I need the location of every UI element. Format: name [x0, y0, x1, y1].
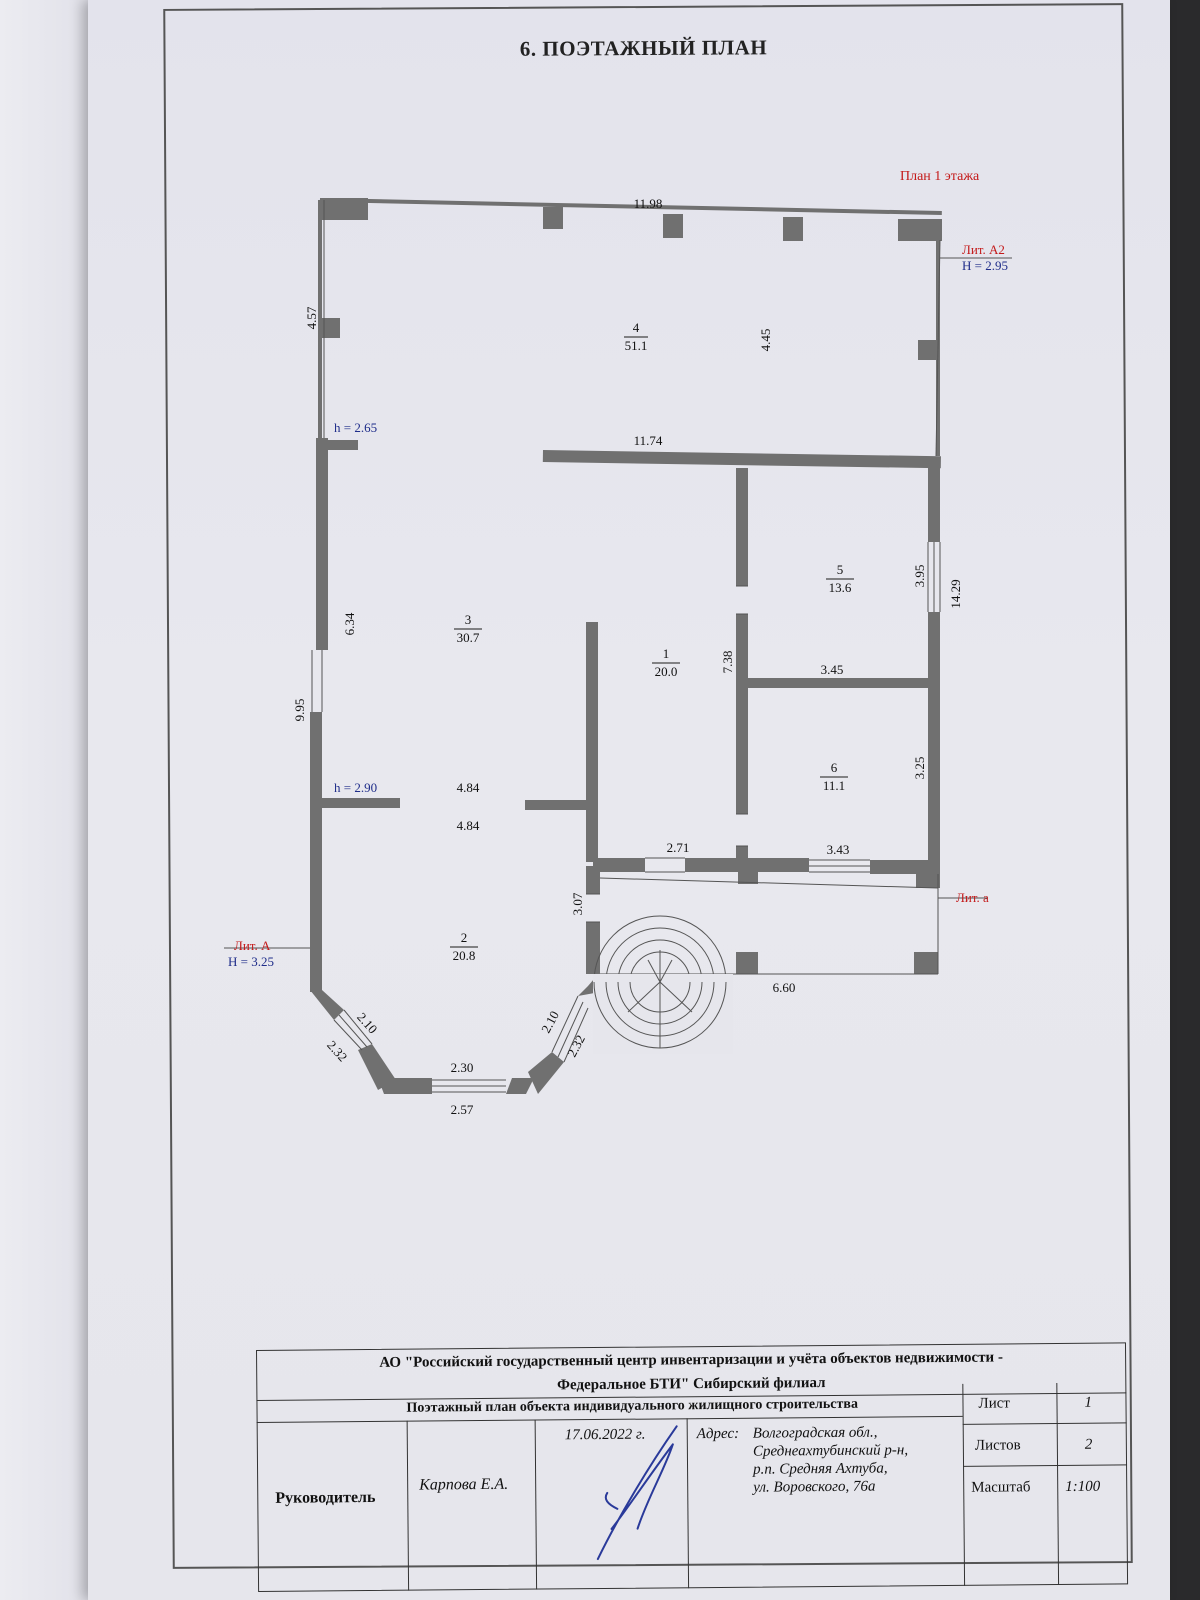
dim-porch-width: 6.60 [773, 980, 796, 995]
room-3-number: 3 [465, 612, 472, 627]
litera-labels: Лит. А2 Н = 2.95 h = 2.65 h = 2.90 Лит. … [228, 242, 1008, 969]
dim-left-total: 9.95 [292, 699, 307, 722]
dim-bay-left-inner: 2.10 [354, 1010, 380, 1037]
dim-mid-wall: 11.74 [634, 433, 663, 448]
label-h-a: Н = 3.25 [228, 954, 274, 969]
sheets-value: 2 [1084, 1436, 1093, 1453]
walls [310, 197, 942, 1094]
wall-pier [543, 207, 563, 229]
dim-bay-right-inner: 2.10 [538, 1008, 562, 1035]
dim-left-top: 4.57 [304, 306, 319, 329]
label-h-a2: Н = 2.95 [962, 258, 1008, 273]
dim-top: 11.98 [634, 196, 663, 211]
label-lit-a-small: Лит. а [956, 890, 989, 905]
room-4-number: 4 [633, 320, 640, 335]
dim-inner-width-a: 4.84 [457, 780, 480, 795]
wall-pier [320, 198, 368, 220]
dim-bay-left-outer: 2.32 [324, 1038, 350, 1065]
label-h-265: h = 2.65 [334, 420, 377, 435]
room-3-area: 30.7 [457, 630, 480, 645]
dim-room1-width: 2.71 [667, 840, 690, 855]
room-5-number: 5 [837, 562, 844, 577]
room-4-area: 51.1 [625, 338, 648, 353]
scale-value: 1:100 [1065, 1478, 1101, 1495]
outline-lines [224, 200, 1012, 1093]
title-block: АО "Российский государственный центр инв… [256, 1342, 1129, 1592]
dim-right-total: 14.29 [948, 579, 963, 608]
role-label: Руководитель [275, 1488, 376, 1507]
dim-porch-height: 3.07 [570, 892, 585, 915]
dim-room5-width: 3.45 [821, 662, 844, 677]
room-5-area: 13.6 [829, 580, 852, 595]
plan-label: План 1 этажа [900, 169, 980, 184]
label-h-290: h = 2.90 [334, 780, 377, 795]
dim-bay-bottom-inner: 2.30 [451, 1060, 474, 1075]
room-1-number: 1 [663, 646, 670, 661]
floor-plan: План 1 этажа [224, 169, 1012, 1117]
sheets-label: Листов [974, 1437, 1021, 1454]
dim-room6-width: 3.43 [827, 842, 850, 857]
room-2-area: 20.8 [453, 948, 476, 963]
sheet-label: Лист [978, 1395, 1010, 1412]
person-name: Карпова Е.А. [419, 1475, 509, 1494]
sheet-value: 1 [1084, 1394, 1093, 1411]
address-line-4: ул. Воровского, 76а [753, 1478, 876, 1496]
document-sheet: 6. ПОЭТАЖНЫЙ ПЛАН План 1 этажа [88, 0, 1170, 1600]
wall-pier [783, 217, 803, 241]
wall-pier [898, 219, 942, 241]
spiral-stair [593, 915, 733, 1054]
dim-room4-height: 4.45 [758, 329, 773, 352]
room-labels: 4 51.1 3 30.7 1 20.0 5 13.6 6 11.1 2 20.… [450, 320, 854, 963]
address-line-3: р.п. Средняя Ахтуба, [752, 1460, 888, 1478]
wall-pier [663, 214, 683, 238]
label-lit-a2: Лит. А2 [962, 242, 1005, 257]
room-6-area: 11.1 [823, 778, 845, 793]
dim-bay-bottom-outer: 2.57 [451, 1102, 474, 1117]
dim-room3-height: 6.34 [342, 612, 357, 635]
address-line-1: Волгоградская обл., [752, 1424, 878, 1442]
room-2-number: 2 [461, 930, 468, 945]
dim-room5-height: 3.95 [912, 565, 927, 588]
room-1-area: 20.0 [655, 664, 678, 679]
address-line-2: Среднеахтубинский р-н, [752, 1442, 909, 1460]
handwritten-signature [596, 1425, 678, 1561]
label-lit-a: Лит. А [234, 938, 271, 953]
dim-room1-height: 7.38 [720, 651, 735, 674]
dim-inner-width-b: 4.84 [457, 818, 480, 833]
room-6-number: 6 [831, 760, 838, 775]
scale-label: Масштаб [971, 1479, 1031, 1496]
address-label: Адрес: [696, 1425, 740, 1443]
dim-room6-height: 3.25 [912, 757, 927, 780]
